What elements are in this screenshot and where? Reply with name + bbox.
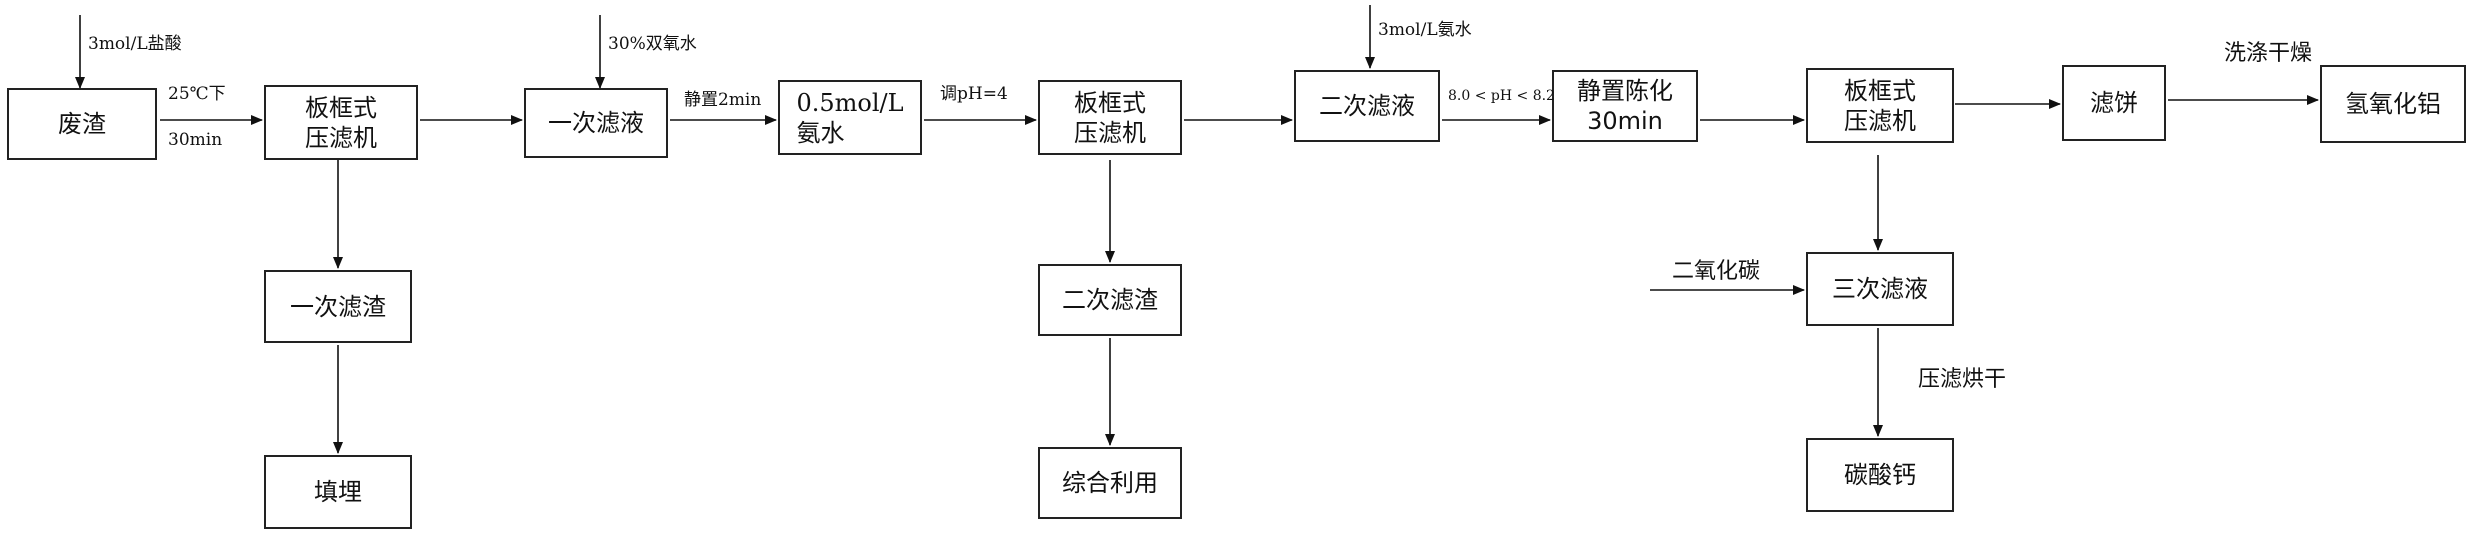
comprehensive-use-text: 综合利用 [1062,469,1158,497]
hcl-input-label: 3mol/L盐酸 [88,34,182,54]
ammonia-05-box: 0.5mol/L 氨水 [778,80,922,155]
filter-press-1-box: 板框式 压滤机 [264,85,418,160]
aluminum-hydroxide-box: 氢氧化铝 [2320,65,2466,143]
ammonia-input-label: 3mol/L氨水 [1378,20,1472,40]
filter-press-1-line2: 压滤机 [305,123,377,152]
filter-cake-text: 滤饼 [2090,89,2138,117]
second-filtrate-box: 二次滤液 [1294,70,1440,142]
second-filtrate-text: 二次滤液 [1319,92,1415,120]
filter-press-3-line2: 压滤机 [1844,106,1916,135]
first-filtrate-text: 一次滤液 [548,109,644,137]
first-filter-residue-box: 一次滤渣 [264,270,412,343]
aging-line2: 30min [1587,107,1663,135]
ammonia-05-line1: 0.5mol/L [796,88,904,117]
wash-dry-label: 洗涤干燥 [2224,41,2313,66]
adjust-ph-label: 调pH=4 [940,84,1008,104]
waste-residue-text: 废渣 [58,110,106,138]
ph-range-label: 8.0 < pH < 8.2 [1448,88,1555,104]
first-filtrate-box: 一次滤液 [524,88,668,158]
peroxide-input-label: 30%双氧水 [608,34,697,54]
second-filter-residue-box: 二次滤渣 [1038,264,1182,336]
comprehensive-use-box: 综合利用 [1038,447,1182,519]
stand-2min-label: 静置2min [684,90,762,110]
filter-press-3-box: 板框式 压滤机 [1806,68,1954,143]
landfill-text: 填埋 [314,478,362,506]
co2-input-label: 二氧化碳 [1672,259,1761,284]
temperature-label: 25℃下 [168,84,226,104]
aluminum-hydroxide-text: 氢氧化铝 [2345,90,2441,118]
first-filter-residue-text: 一次滤渣 [290,292,386,321]
press-dry-label: 压滤烘干 [1918,367,2007,392]
filter-press-3-line1: 板框式 [1844,76,1916,105]
landfill-box: 填埋 [264,455,412,529]
calcium-carbonate-text: 碳酸钙 [1844,461,1916,489]
aging-box: 静置陈化 30min [1552,70,1698,142]
third-filtrate-box: 三次滤液 [1806,252,1954,326]
filter-press-2-line2: 压滤机 [1074,118,1146,147]
filter-press-1-line1: 板框式 [305,93,377,122]
filter-cake-box: 滤饼 [2062,65,2166,141]
time-30min-label: 30min [168,130,223,150]
third-filtrate-text: 三次滤液 [1832,275,1928,303]
ammonia-05-line2: 氨水 [796,118,845,147]
aging-line1: 静置陈化 [1577,77,1673,105]
second-filter-residue-text: 二次滤渣 [1062,286,1158,314]
waste-residue-box: 废渣 [7,88,157,160]
filter-press-2-line1: 板框式 [1074,88,1146,117]
filter-press-2-box: 板框式 压滤机 [1038,80,1182,155]
calcium-carbonate-box: 碳酸钙 [1806,438,1954,512]
